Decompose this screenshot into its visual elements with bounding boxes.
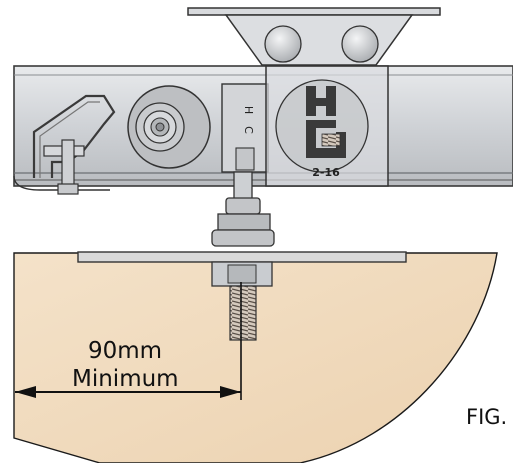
spring-clip [32,94,116,195]
svg-text:C: C [242,126,255,134]
svg-text:H: H [242,106,255,114]
dimension-value: 90mm [88,338,163,364]
dimension-line [15,282,242,400]
dimension-note: Minimum [72,366,179,392]
screw [211,261,273,341]
top-bracket [187,7,441,66]
bracket-ball-left [264,25,302,63]
carriage-block: H C [221,83,269,173]
figure-label: FIG. [466,405,508,429]
hanger-plate: 2-16 [265,65,389,187]
bolt-assembly [211,171,275,247]
part-marking: 2-16 [312,166,340,179]
bracket-ball-right [341,25,379,63]
mounting-plate [77,251,407,263]
roller-wheel [127,85,211,169]
